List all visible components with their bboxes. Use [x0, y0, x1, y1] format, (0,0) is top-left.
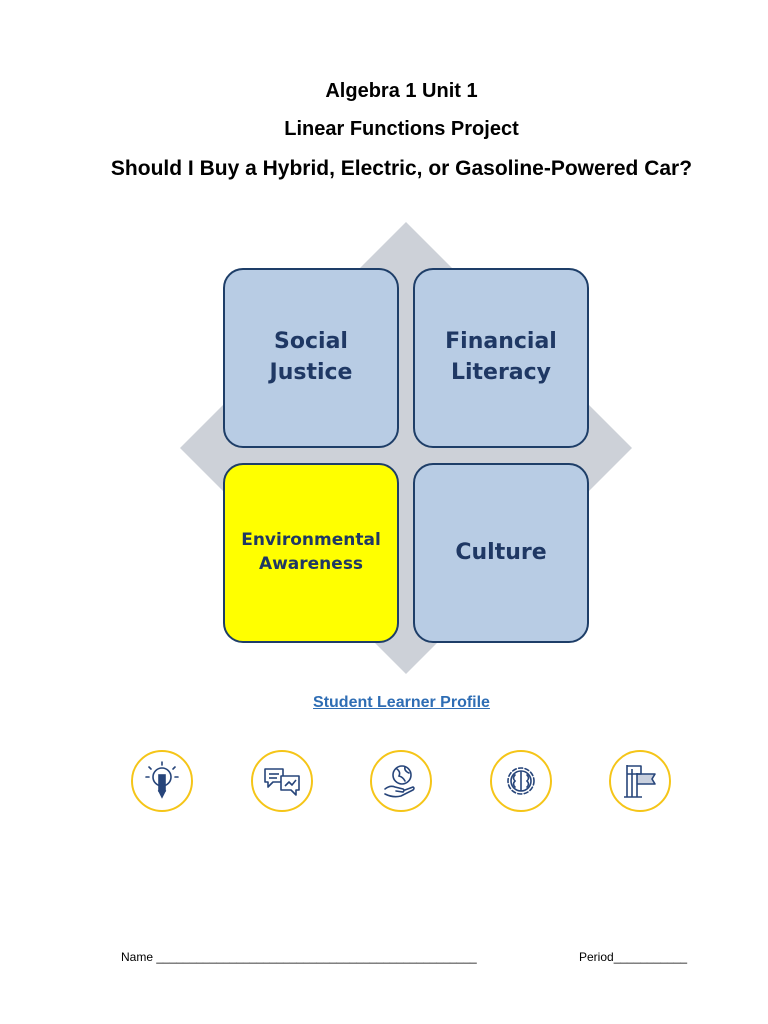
tile-label-line1: Social: [274, 329, 348, 355]
globe-in-hand-icon: [370, 750, 432, 812]
brain-gear-icon: [490, 750, 552, 812]
student-learner-profile-link[interactable]: Student Learner Profile: [313, 694, 490, 711]
period-field[interactable]: Period___________: [579, 950, 688, 964]
tile-culture: Culture: [413, 463, 589, 643]
lightbulb-pencil-icon: [131, 750, 193, 812]
tile-label-line2: Awareness: [258, 554, 364, 574]
speech-bubbles-icon: [251, 750, 313, 812]
tile-label-line1: Environmental: [241, 530, 381, 551]
doc-title: Algebra 1 Unit 1: [325, 80, 478, 102]
doc-question: Should I Buy a Hybrid, Electric, or Gaso…: [110, 157, 693, 180]
flags-icon: [609, 750, 671, 812]
tile-label-line1: Culture: [455, 539, 547, 565]
tile-label-line2: Literacy: [450, 360, 552, 385]
doc-subtitle: Linear Functions Project: [284, 118, 519, 140]
tile-label-line2: Justice: [269, 360, 353, 385]
tile-label-line1: Financial: [445, 329, 557, 355]
name-field[interactable]: Name ___________________________________…: [121, 950, 477, 964]
